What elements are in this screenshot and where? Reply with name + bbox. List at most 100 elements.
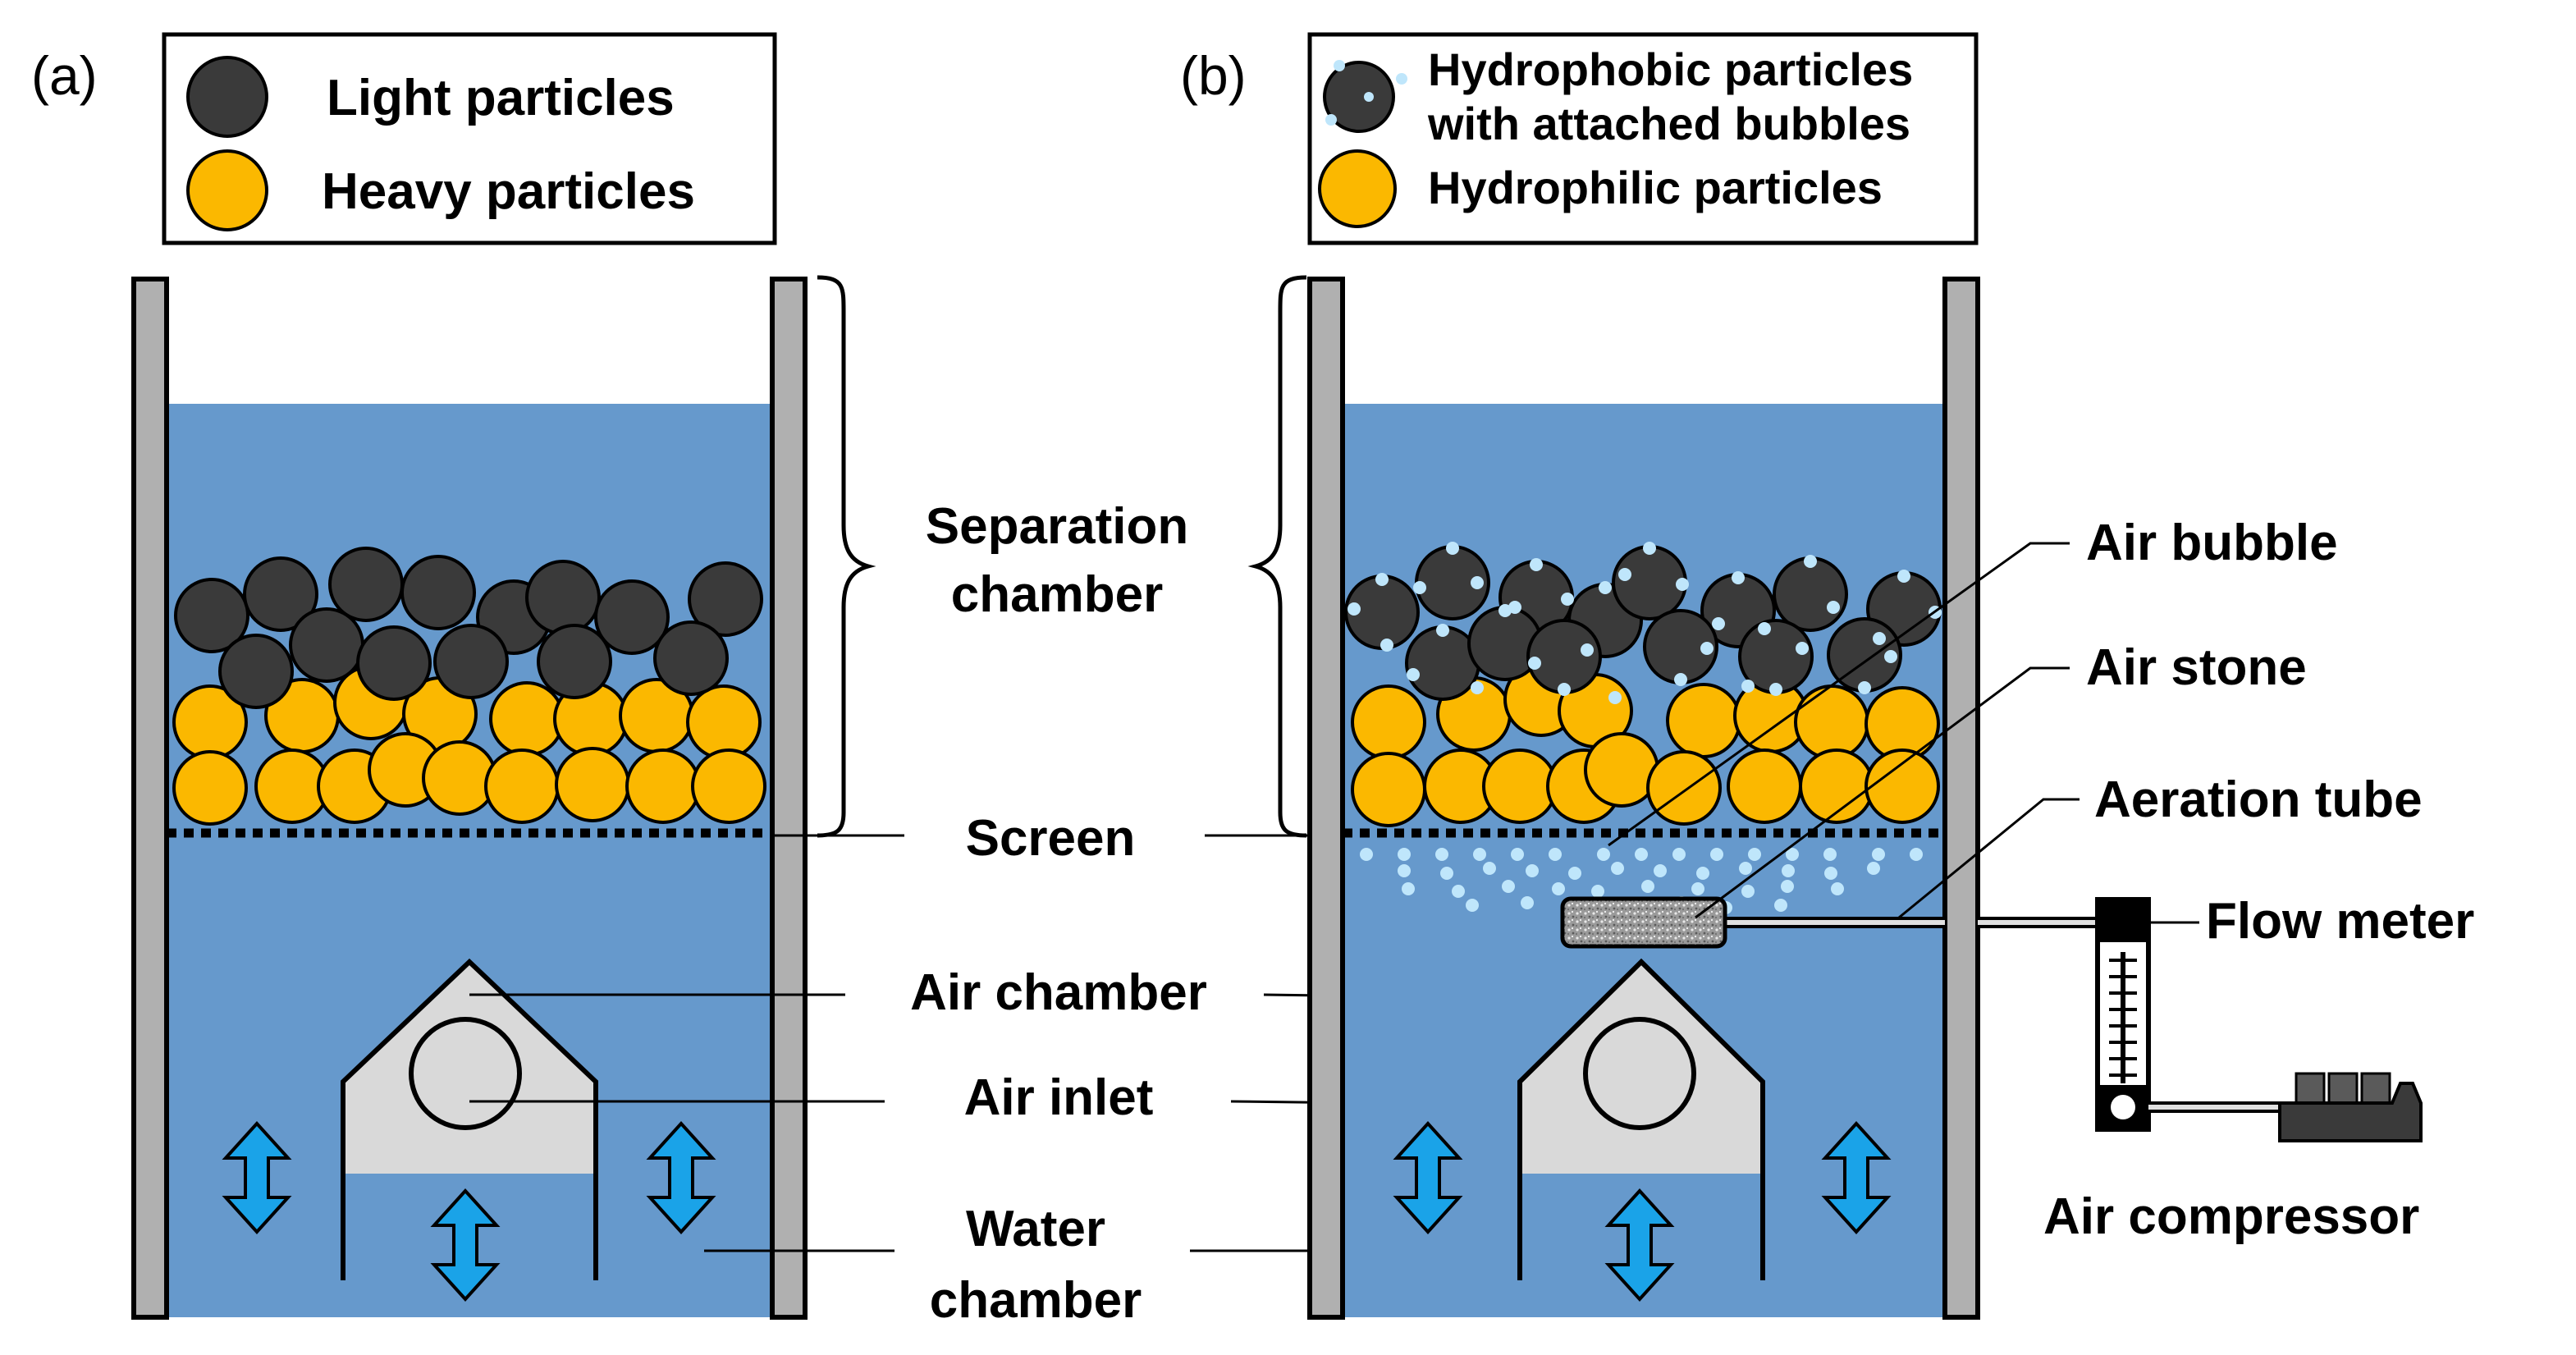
air-chamber-a-body <box>343 962 596 1174</box>
hydrophilic-particle <box>1727 748 1802 824</box>
flow-meter-top <box>2098 900 2148 942</box>
air-bubble <box>1530 558 1543 571</box>
air-bubble <box>1526 864 1539 877</box>
water-flow-arrow <box>1604 1188 1675 1302</box>
right-labels: Air bubble Air stone Aeration tube Flow … <box>1608 515 2474 1245</box>
air-chamber-label: Air chamber <box>910 964 1207 1021</box>
separation-brace-b <box>1247 275 1307 838</box>
panel-b: (b) Hydrophobic particles with attached … <box>1180 32 2474 1320</box>
hydrophilic-particle <box>1646 750 1722 826</box>
heavy-particle <box>172 750 248 826</box>
air-chamber-a-outline <box>341 958 598 1280</box>
light-particle <box>174 578 249 653</box>
air-bubble <box>1561 593 1574 606</box>
water-flow-arrow <box>646 1121 716 1234</box>
air-bubble <box>1774 899 1787 912</box>
air-bubble <box>1398 864 1411 877</box>
air-bubble <box>1452 885 1465 898</box>
air-bubble <box>1732 571 1745 584</box>
air-bubble <box>1402 882 1415 895</box>
column-b <box>1307 277 1980 1320</box>
legend-b-box <box>1307 32 1979 245</box>
air-bubble <box>1873 632 1886 645</box>
air-bubble <box>1608 691 1622 704</box>
water-flow-arrow <box>430 1188 501 1302</box>
air-bubble <box>1581 643 1594 657</box>
air-bubble <box>1347 602 1361 616</box>
panel-a: (a) Light particles Heavy particles <box>31 32 808 1320</box>
air-inlet-b <box>1583 1017 1696 1130</box>
air-bubble <box>1824 867 1837 880</box>
compressor-knob <box>2360 1072 2391 1106</box>
air-bubble <box>1786 848 1799 861</box>
air-bubble <box>1831 882 1844 895</box>
water-flow-arrow <box>222 1121 292 1234</box>
panel-a-heavy-particles <box>172 665 766 826</box>
air-bubble <box>1502 880 1515 893</box>
panel-b-tag: (b) <box>1180 45 1247 106</box>
air-bubble <box>1796 642 1809 655</box>
air-chamber-b-body <box>1520 962 1763 1174</box>
air-bubble <box>1498 604 1512 617</box>
air-bubble <box>1360 848 1373 861</box>
column-a-right-wall <box>770 277 808 1320</box>
air-bubble <box>1858 681 1871 694</box>
heavy-particle <box>625 748 701 824</box>
air-inlet-label: Air inlet <box>964 1069 1154 1126</box>
air-bubble <box>1739 862 1752 875</box>
hydrophilic-particle <box>1584 732 1659 808</box>
air-stone-label: Air stone <box>2086 639 2307 696</box>
water-arrows-b <box>1393 1121 1892 1302</box>
middle-labels: Separation chamber Screen Air chamber Ai… <box>469 275 1640 1329</box>
air-bubble <box>1591 885 1604 898</box>
column-b-left-wall <box>1307 277 1345 1320</box>
hydrophilic-particle <box>1351 752 1426 827</box>
separation-brace-a <box>817 275 876 838</box>
air-compressor <box>2278 1072 2423 1142</box>
heavy-particle <box>555 747 630 822</box>
air-bubble <box>1672 848 1686 861</box>
air-bubble <box>1466 899 1479 912</box>
panel-a-tag: (a) <box>31 45 98 106</box>
air-bubble <box>1521 896 1534 909</box>
air-bubble <box>1597 848 1610 861</box>
air-stone <box>1560 896 1727 949</box>
air-bubble <box>1691 882 1704 895</box>
air-bubble <box>1413 581 1426 594</box>
air-bubble <box>1700 642 1714 655</box>
legend-bubble <box>1334 60 1345 71</box>
flow-meter-label: Flow meter <box>2206 893 2474 950</box>
hydrophilic-particle <box>1666 683 1741 758</box>
air-bubble <box>1712 617 1725 630</box>
light-particle <box>433 624 509 699</box>
light-particle <box>356 625 432 701</box>
air-stone-leader <box>1695 666 2070 919</box>
water-label-2: chamber <box>930 1272 1142 1329</box>
air-bubble <box>1781 880 1794 893</box>
air-bubble <box>1471 681 1484 694</box>
legend-a: Light particles Heavy particles <box>162 32 777 245</box>
air-bubble <box>1823 848 1837 861</box>
air-bubble <box>1568 867 1581 880</box>
legend-bubble <box>1364 92 1374 102</box>
light-particle <box>653 620 729 696</box>
panel-a-light-particles <box>174 547 763 709</box>
legend-hydrophilic-label: Hydrophilic particles <box>1428 162 1883 213</box>
separation-label-2: chamber <box>951 566 1163 623</box>
heavy-particle <box>422 740 497 816</box>
air-bubble <box>1558 683 1571 696</box>
aeration-tube-label: Aeration tube <box>2094 771 2423 828</box>
legend-hydrophobic-label-2: with attached bubbles <box>1427 98 1910 149</box>
air-inlet-a <box>409 1017 522 1130</box>
hydrophilic-particle <box>1482 748 1558 824</box>
screen-label: Screen <box>966 810 1136 867</box>
air-bubble <box>1398 848 1411 861</box>
light-particle <box>525 560 601 635</box>
air-bubble <box>1635 848 1648 861</box>
light-particle <box>218 634 294 709</box>
hydrophobic-particle <box>1526 619 1602 694</box>
legend-a-box <box>162 32 777 245</box>
air-bubble <box>1552 882 1565 895</box>
air-bubble <box>1884 650 1897 663</box>
